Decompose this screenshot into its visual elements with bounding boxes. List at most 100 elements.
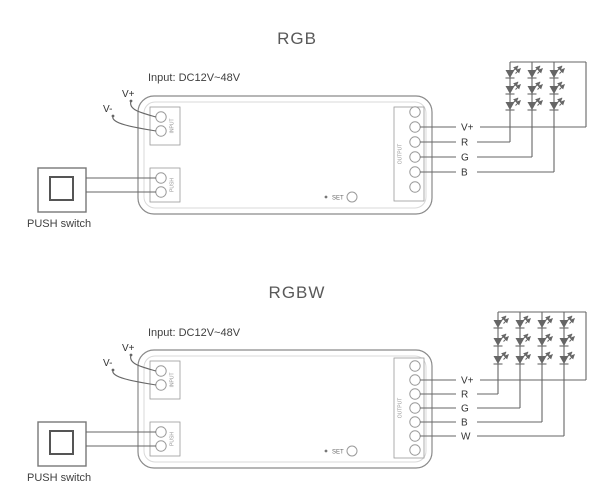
input-terminal-label: INPUT (170, 119, 176, 134)
push-terminal-label: PUSH (170, 432, 176, 446)
terminal-screw (409, 388, 421, 400)
output-wires: V+ R G B (420, 61, 587, 179)
terminal-screw (409, 121, 421, 133)
output-wires: V+ R G B W (420, 311, 587, 443)
led-icon (550, 98, 565, 110)
terminal-screw (409, 374, 421, 386)
terminal-screw (409, 166, 421, 178)
vplus-label: V+ (122, 343, 135, 354)
vplus-wire (130, 100, 157, 118)
led-icon (516, 316, 531, 328)
rgb-diagram-canvas: RGB Input: DC12V~48V INPUT PUSH (27, 29, 587, 230)
terminal-screw (409, 106, 421, 118)
set-label: SET (332, 196, 344, 202)
input-wires: V+ V- (103, 343, 157, 386)
vminus-label: V- (103, 104, 112, 115)
terminal-screw (155, 426, 167, 438)
input-wires: V+ V- (103, 89, 157, 132)
led-icon (506, 82, 521, 94)
push-switch-label: PUSH switch (27, 472, 91, 484)
led-icon (494, 352, 509, 364)
controller: INPUT PUSH OUTPUT SET (137, 349, 433, 469)
set-indicator-dot (324, 449, 328, 453)
terminal-screw (155, 111, 167, 123)
output-label-b: B (461, 168, 468, 179)
led-icon (516, 334, 531, 346)
output-terminal-label: OUTPUT (398, 144, 404, 165)
led-icon (506, 98, 521, 110)
terminal-screw (409, 402, 421, 414)
terminal-screw (409, 181, 421, 193)
output-label-vplus: V+ (461, 123, 474, 134)
push-terminal-block (149, 421, 181, 457)
terminal-screw (409, 360, 421, 372)
led-icon (494, 316, 509, 328)
push-terminal-block (149, 167, 181, 203)
controller-inner-line (143, 355, 427, 463)
push-terminal-label: PUSH (170, 178, 176, 192)
push-switch: PUSH switch (27, 167, 156, 230)
led-icon (560, 316, 575, 328)
output-label-g: G (461, 404, 469, 415)
led-array (494, 312, 575, 372)
led-icon (494, 334, 509, 346)
led-icon (550, 66, 565, 78)
diagram-rgbw: RGBW Input: DC12V~48V INPUT PUSH (0, 252, 600, 502)
controller-body (137, 349, 433, 469)
input-voltage-label: Input: DC12V~48V (148, 327, 241, 339)
output-label-w: W (461, 432, 471, 443)
vplus-label: V+ (122, 89, 135, 100)
vminus-label: V- (103, 358, 112, 369)
diagram-rgb: RGB Input: DC12V~48V INPUT PUSH (0, 0, 600, 250)
led-icon (538, 352, 553, 364)
led-icon (506, 66, 521, 78)
terminal-screw (409, 151, 421, 163)
terminal-screw (409, 444, 421, 456)
led-icon (560, 334, 575, 346)
led-icon (528, 82, 543, 94)
terminal-screw (155, 125, 167, 137)
output-label-b: B (461, 418, 468, 429)
output-label-g: G (461, 153, 469, 164)
vplus-wire (130, 354, 157, 372)
input-voltage-label: Input: DC12V~48V (148, 72, 241, 84)
terminal-screw (155, 379, 167, 391)
vminus-wire (112, 369, 157, 386)
controller-body (137, 95, 433, 215)
controller-inner-line (143, 101, 427, 209)
push-switch-button (49, 430, 74, 455)
terminal-screw (155, 172, 167, 184)
terminal-screw (155, 440, 167, 452)
push-switch: PUSH switch (27, 421, 156, 484)
led-icon (528, 66, 543, 78)
diagram-title: RGB (277, 29, 317, 48)
terminal-screw (409, 416, 421, 428)
vminus-wire (112, 115, 157, 132)
terminal-screw (409, 430, 421, 442)
set-indicator-dot (324, 195, 328, 199)
controller: INPUT PUSH OUTPUT SET (137, 95, 433, 215)
push-switch-button (49, 176, 74, 201)
push-switch-label: PUSH switch (27, 218, 91, 230)
led-icon (560, 352, 575, 364)
terminal-screw (409, 136, 421, 148)
set-label: SET (332, 450, 344, 456)
terminal-screw (155, 186, 167, 198)
led-icon (538, 334, 553, 346)
input-terminal-block (149, 106, 181, 146)
set-button (346, 191, 358, 203)
led-array (506, 62, 565, 118)
output-label-vplus: V+ (461, 376, 474, 387)
led-icon (516, 352, 531, 364)
output-terminal-label: OUTPUT (398, 398, 404, 419)
set-button (346, 445, 358, 457)
output-label-r: R (461, 390, 468, 401)
input-terminal-block (149, 360, 181, 400)
rgbw-diagram-canvas: RGBW Input: DC12V~48V INPUT PUSH (27, 283, 587, 484)
led-icon (550, 82, 565, 94)
output-label-r: R (461, 138, 468, 149)
diagram-title: RGBW (269, 283, 326, 302)
terminal-screw (155, 365, 167, 377)
led-icon (538, 316, 553, 328)
